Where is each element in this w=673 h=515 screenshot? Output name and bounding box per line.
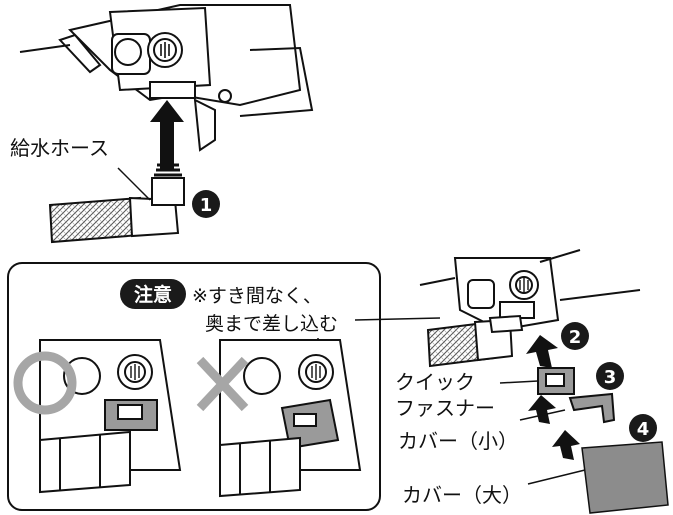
water-hose (48, 163, 185, 244)
cover-small-label: カバー（小） (398, 429, 518, 453)
caution-badge: 注意 (134, 283, 172, 306)
cover-small (568, 392, 616, 424)
insert-arrow (150, 100, 184, 170)
caution-text-line2: 奥まで差し込む (205, 313, 338, 335)
quick-fastener (537, 367, 575, 395)
callout-line (354, 317, 441, 321)
step-1-badge: 1 (192, 190, 220, 218)
faucet-top (19, 4, 314, 152)
step-2-badge: 2 (561, 322, 589, 350)
hose-label-leader (117, 167, 151, 201)
step-4-badge: 4 (629, 414, 657, 442)
step-4-number: 4 (637, 419, 650, 440)
arrow-step-4 (552, 430, 580, 460)
step-2-number: 2 (569, 327, 582, 348)
wrong-cross-mark (196, 356, 249, 412)
step-3-badge: 3 (596, 362, 624, 390)
arrow-step-3 (528, 395, 556, 424)
hose-right (426, 314, 524, 368)
fastener-label-line1: クイック (395, 370, 475, 394)
cover-large-label: カバー（大） (402, 483, 522, 507)
step-3-number: 3 (604, 367, 617, 388)
correct-example (39, 339, 182, 494)
step-1-number: 1 (200, 195, 213, 216)
cover-large (581, 441, 669, 514)
fastener-label-line2: ファスナー (395, 396, 495, 420)
faucet-right (419, 249, 641, 332)
wrong-example (219, 339, 362, 498)
arrow-step-2 (526, 335, 558, 368)
right-label-leaders (499, 380, 586, 485)
hose-label: 給水ホース (10, 136, 109, 160)
correct-circle-mark (13, 351, 77, 415)
caution-text-line1: ※すき間なく、 (192, 285, 322, 307)
